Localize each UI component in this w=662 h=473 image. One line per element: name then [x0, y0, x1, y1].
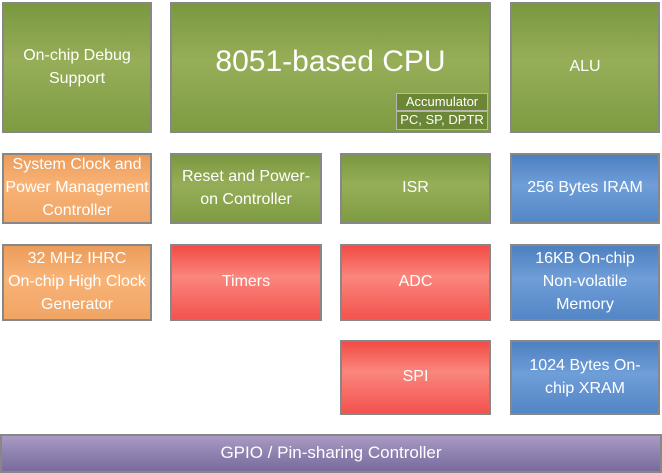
block-system-clock-power-management: System Clock and Power Management Contro…	[2, 153, 152, 224]
block-8051-cpu: 8051-based CPU Accumulator PC, SP, DPTR	[170, 2, 491, 133]
cpu-title: 8051-based CPU	[215, 45, 446, 78]
block-isr: ISR	[340, 153, 491, 224]
block-adc: ADC	[340, 244, 491, 321]
block-alu: ALU	[510, 2, 660, 133]
block-gpio-pin-sharing-controller: GPIO / Pin-sharing Controller	[0, 434, 662, 473]
block-timers: Timers	[170, 244, 322, 321]
block-reset-power-on-controller: Reset and Power- on Controller	[170, 153, 322, 224]
block-xram: 1024 Bytes On- chip XRAM	[510, 340, 660, 415]
block-iram: 256 Bytes IRAM	[510, 153, 660, 224]
block-accumulator: Accumulator	[396, 93, 488, 111]
block-onchip-debug-support: On-chip Debug Support	[2, 2, 152, 133]
block-spi: SPI	[340, 340, 491, 415]
block-ihrc-clock-generator: 32 MHz IHRC On-chip High Clock Generator	[2, 244, 152, 321]
block-pc-sp-dptr-registers: PC, SP, DPTR	[396, 111, 488, 130]
block-nonvolatile-memory: 16KB On-chip Non-volatile Memory	[510, 244, 660, 321]
